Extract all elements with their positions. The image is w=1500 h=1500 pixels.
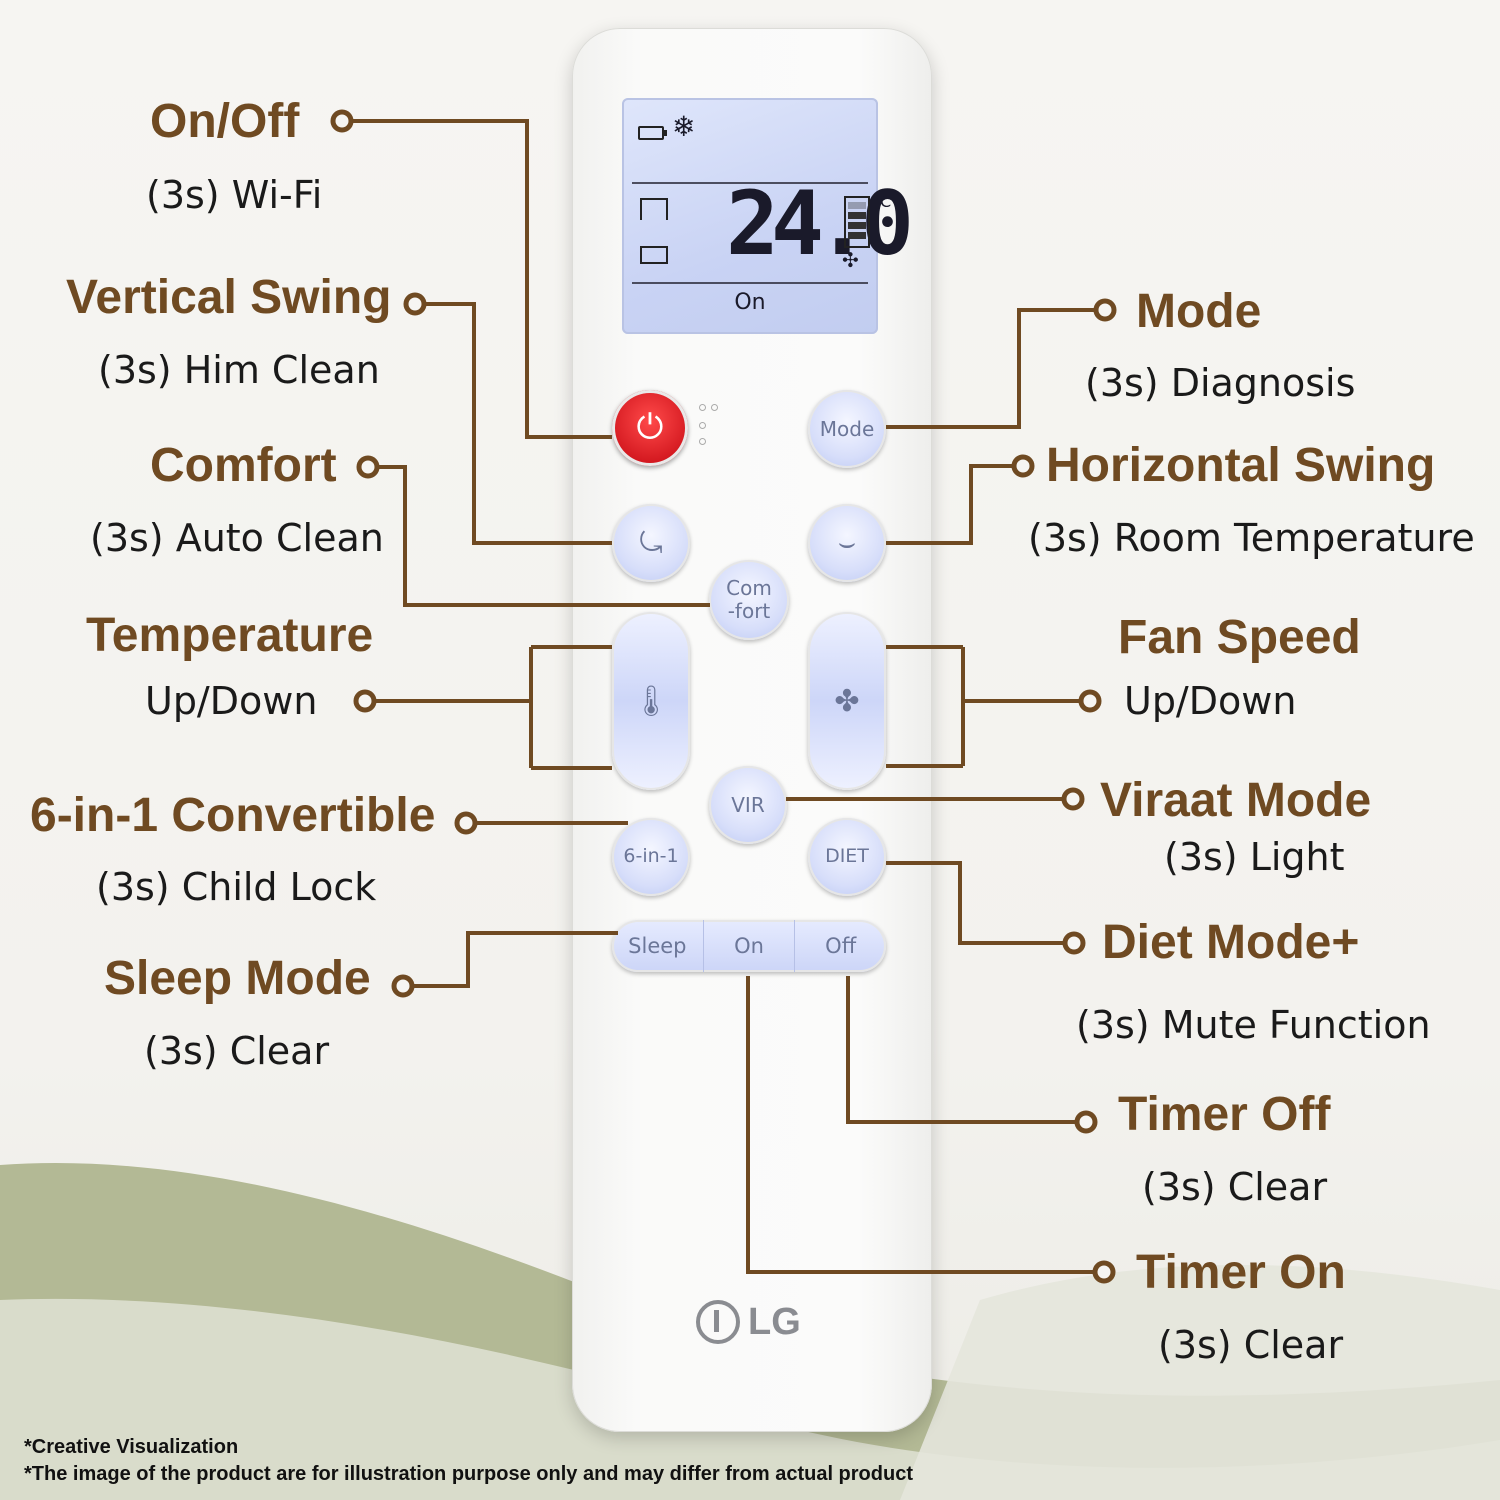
label-viraat-mode: Viraat Mode xyxy=(1100,777,1371,825)
label-horizontal-swing-title: Horizontal Swing xyxy=(1046,439,1436,492)
fan-speed-rocker[interactable]: ✤ xyxy=(808,612,886,790)
label-six-in-one: 6-in-1 Convertible xyxy=(30,792,435,840)
sleep-timer-bar: Sleep On Off xyxy=(612,920,886,972)
label-viraat-mode-sub: (3s) Light xyxy=(1164,835,1345,879)
lcd-status: On xyxy=(734,290,766,315)
label-six-in-one-sub: (3s) Child Lock xyxy=(96,865,377,909)
lcd-fan-icon: ✣ xyxy=(842,248,859,272)
label-mode-title: Mode xyxy=(1136,285,1262,338)
label-on-off-sub-wrap: (3s) Wi-Fi xyxy=(146,176,322,214)
lg-logo: LG xyxy=(696,1300,801,1344)
label-vertical-swing: Vertical Swing xyxy=(66,274,391,322)
power-button[interactable]: ⏻ xyxy=(612,390,688,466)
label-fan-speed: Fan Speed xyxy=(1118,614,1361,662)
lcd-divider-bottom xyxy=(632,282,868,284)
horizontal-swing-button[interactable]: ⌣ xyxy=(808,504,886,582)
vir-button[interactable]: VIR xyxy=(709,766,787,844)
label-timer-off-sub-wrap: (3s) Clear xyxy=(1142,1168,1327,1206)
diet-button[interactable]: DIET xyxy=(808,818,886,896)
label-diet-mode-sub-wrap: (3s) Mute Function xyxy=(1076,1006,1431,1044)
label-temperature: Temperature xyxy=(86,612,373,660)
label-viraat-mode-sub-wrap: (3s) Light xyxy=(1164,838,1345,876)
label-fan-speed-sub: Up/Down xyxy=(1124,679,1297,723)
label-sleep-mode-sub: (3s) Clear xyxy=(144,1029,330,1073)
lcd-temperature: 24.0 xyxy=(726,172,914,275)
label-sleep-mode: Sleep Mode xyxy=(104,955,371,1003)
label-temperature-sub-wrap: Up/Down xyxy=(145,682,317,720)
label-vertical-swing-sub: (3s) Him Clean xyxy=(98,348,380,392)
remote-control: ❄ 24.0 °C ✣ On ⏻ Mode ⤿ ⌣ Com -fort 🌡 ✤ … xyxy=(572,28,932,1432)
horizontal-swing-icon: ⌣ xyxy=(837,525,857,559)
indicator-dots xyxy=(699,404,719,452)
label-viraat-mode-title: Viraat Mode xyxy=(1100,774,1372,827)
lcd-swing-icon xyxy=(640,246,668,264)
label-comfort-sub: (3s) Auto Clean xyxy=(90,516,384,560)
label-vertical-swing-title: Vertical Swing xyxy=(66,271,392,324)
mode-button[interactable]: Mode xyxy=(808,390,886,468)
label-sleep-mode-sub-wrap: (3s) Clear xyxy=(144,1032,329,1070)
footnote-creative: *Creative Visualization xyxy=(24,1436,239,1458)
label-mode-sub-wrap: (3s) Diagnosis xyxy=(1085,364,1355,402)
fan-icon: ✤ xyxy=(834,684,860,718)
sleep-button[interactable]: Sleep xyxy=(612,920,704,972)
label-horizontal-swing: Horizontal Swing xyxy=(1046,442,1435,490)
label-fan-speed-title: Fan Speed xyxy=(1118,611,1361,664)
label-horizontal-swing-sub-wrap: (3s) Room Temperature xyxy=(1028,519,1475,557)
label-diet-mode-sub: (3s) Mute Function xyxy=(1076,1003,1431,1047)
lg-logo-text: LG xyxy=(748,1300,801,1343)
label-timer-off-sub: (3s) Clear xyxy=(1142,1165,1328,1209)
label-comfort-sub-wrap: (3s) Auto Clean xyxy=(90,519,384,557)
label-temperature-title: Temperature xyxy=(86,609,374,662)
battery-icon xyxy=(638,126,667,140)
label-mode: Mode xyxy=(1136,288,1261,336)
label-on-off: On/Off xyxy=(150,98,299,146)
label-on-off-title: On/Off xyxy=(150,95,300,148)
label-horizontal-swing-sub: (3s) Room Temperature xyxy=(1028,516,1475,560)
label-six-in-one-sub-wrap: (3s) Child Lock xyxy=(96,868,376,906)
label-comfort-title: Comfort xyxy=(150,439,337,492)
lcd-fan-level-icon xyxy=(844,196,870,248)
label-diet-mode: Diet Mode+ xyxy=(1102,919,1359,967)
six-in-one-button[interactable]: 6-in-1 xyxy=(612,818,690,896)
lcd-display: ❄ 24.0 °C ✣ On xyxy=(622,98,914,334)
thermometer-icon: 🌡 xyxy=(631,684,671,718)
snowflake-icon: ❄ xyxy=(672,110,696,143)
timer-off-button[interactable]: Off xyxy=(825,934,857,958)
label-timer-on-sub-wrap: (3s) Clear xyxy=(1158,1326,1343,1364)
lcd-unit: °C xyxy=(872,192,892,211)
lcd-mode-icon xyxy=(640,198,668,220)
label-six-in-one-title: 6-in-1 Convertible xyxy=(30,789,436,842)
label-vertical-swing-sub-wrap: (3s) Him Clean xyxy=(98,351,380,389)
label-temperature-sub: Up/Down xyxy=(145,679,318,723)
lcd-divider-top xyxy=(632,182,868,184)
vertical-swing-button[interactable]: ⤿ xyxy=(612,504,690,582)
label-fan-speed-sub-wrap: Up/Down xyxy=(1124,682,1296,720)
comfort-button[interactable]: Com -fort xyxy=(709,560,789,640)
label-timer-off-title: Timer Off xyxy=(1118,1088,1331,1141)
label-on-off-sub: (3s) Wi-Fi xyxy=(146,173,323,217)
label-timer-on-sub: (3s) Clear xyxy=(1158,1323,1344,1367)
label-mode-sub: (3s) Diagnosis xyxy=(1085,361,1356,405)
label-timer-off: Timer Off xyxy=(1118,1091,1330,1139)
temperature-rocker[interactable]: 🌡 xyxy=(612,612,690,790)
label-diet-mode-title: Diet Mode+ xyxy=(1102,916,1360,969)
label-comfort: Comfort xyxy=(150,442,337,490)
timer-on-button[interactable]: On xyxy=(704,920,796,972)
lg-logo-mark xyxy=(696,1300,740,1344)
vertical-swing-icon: ⤿ xyxy=(639,525,663,559)
label-timer-on-title: Timer On xyxy=(1136,1246,1346,1299)
power-icon: ⏻ xyxy=(636,407,664,448)
label-timer-on: Timer On xyxy=(1136,1249,1346,1297)
label-sleep-mode-title: Sleep Mode xyxy=(104,952,371,1005)
footnote-disclaimer: *The image of the product are for illust… xyxy=(24,1463,913,1485)
